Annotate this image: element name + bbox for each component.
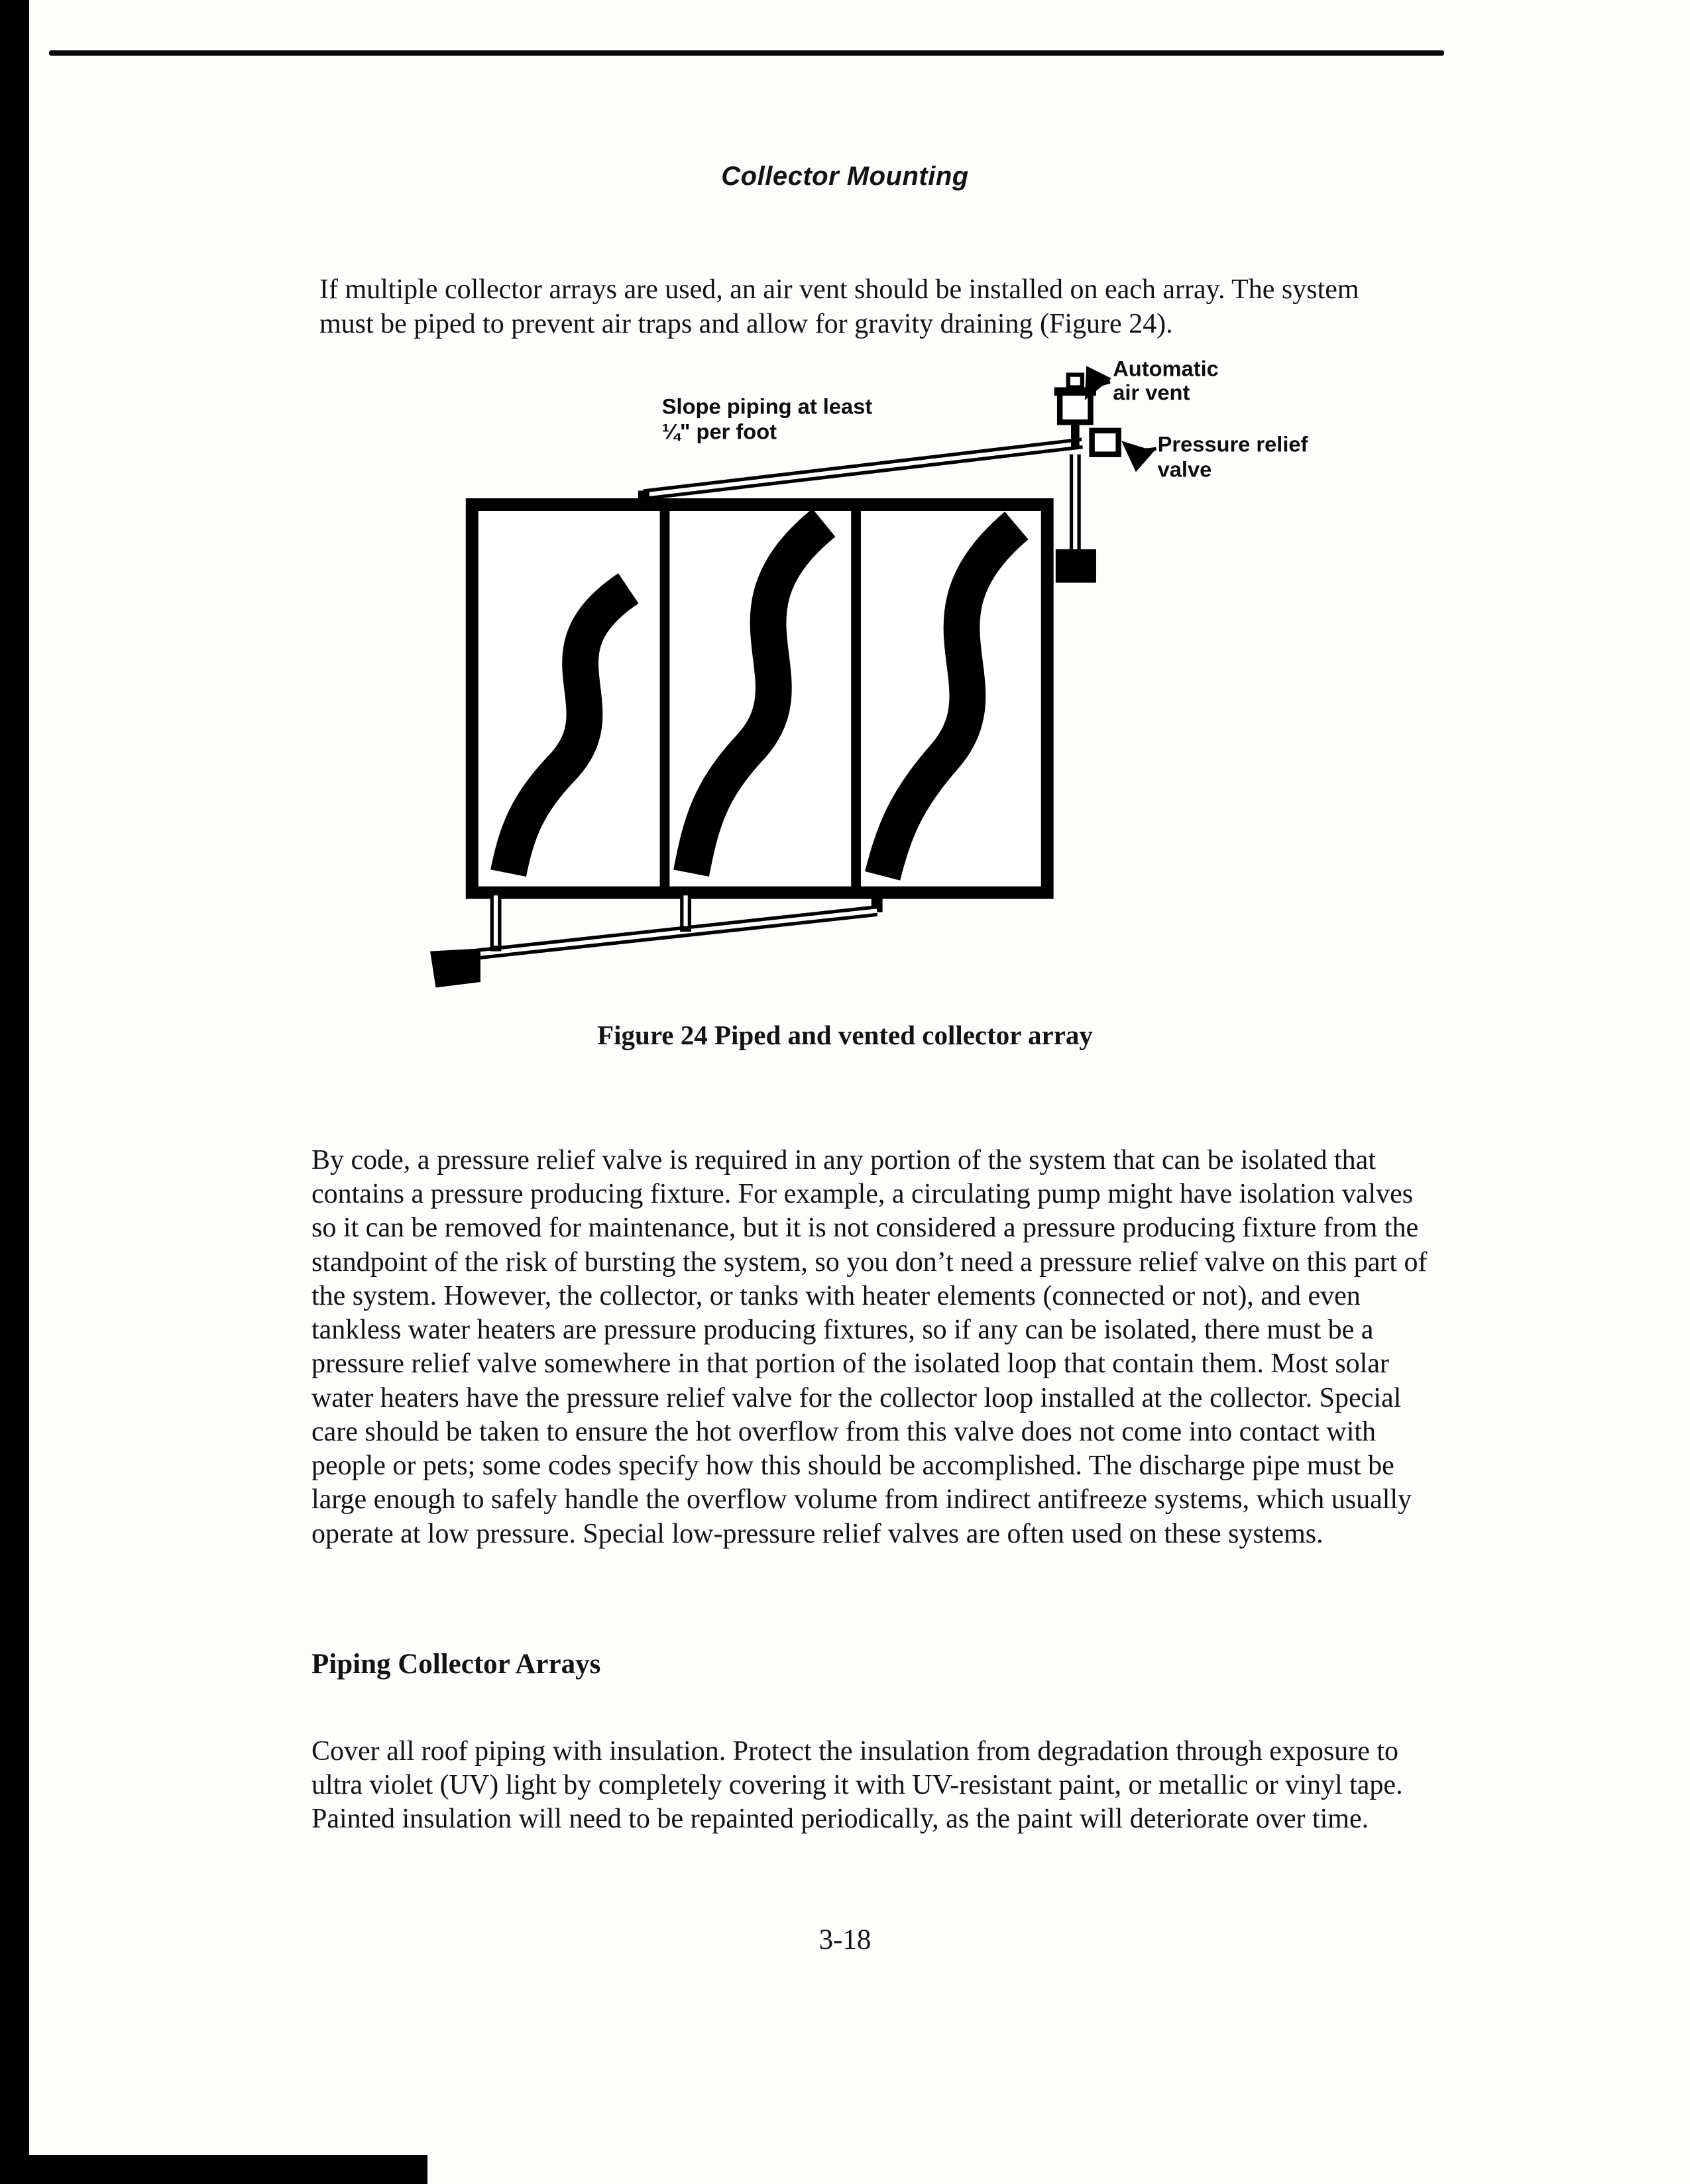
relief-valve-label-line2: valve <box>1158 457 1212 481</box>
intro-paragraph: If multiple collector arrays are used, a… <box>319 274 1359 339</box>
section-heading: Piping Collector Arrays <box>311 1649 601 1680</box>
drain-elbow <box>430 948 480 988</box>
discharge-outlet <box>1055 549 1096 583</box>
air-vent-label-line2: air vent <box>1113 380 1190 405</box>
relief-valve-leader-arrow <box>1121 441 1157 472</box>
collector-array <box>465 498 1054 899</box>
page-number: 3-18 <box>818 1924 872 1955</box>
discharge-pipe <box>1055 454 1096 583</box>
section-paragraph: Cover all roof piping with insulation. P… <box>311 1736 1403 1835</box>
slope-label-line2: ¼" per foot <box>662 419 777 444</box>
scan-edge-bar-bottom <box>0 2155 427 2184</box>
slope-label-line1: Slope piping at least <box>662 394 873 419</box>
header-rule <box>49 50 1444 56</box>
air-vent-leader-arrow <box>1084 366 1111 401</box>
pressure-relief-valve-icon <box>1089 427 1121 457</box>
figure-24: Slope piping at least ¼" per foot Automa… <box>416 354 1385 1005</box>
body-paragraph: By code, a pressure relief valve is requ… <box>311 1145 1428 1549</box>
running-header: Collector Mounting <box>721 162 969 191</box>
piped-vented-collector-diagram: Slope piping at least ¼" per foot Automa… <box>430 356 1308 988</box>
bottom-pipe <box>430 893 883 988</box>
top-pipe <box>638 437 1083 505</box>
scan-edge-bar-left <box>0 0 29 2184</box>
relief-valve-label-line1: Pressure relief <box>1158 431 1308 456</box>
panel-squiggle-2 <box>673 508 836 877</box>
panel-squiggle-3 <box>865 512 1029 881</box>
air-vent-icon <box>1054 372 1096 449</box>
air-vent-label-line1: Automatic <box>1113 356 1219 381</box>
figure-caption: Figure 24 Piped and vented collector arr… <box>597 1020 1093 1050</box>
panel-squiggle-1 <box>490 573 639 877</box>
